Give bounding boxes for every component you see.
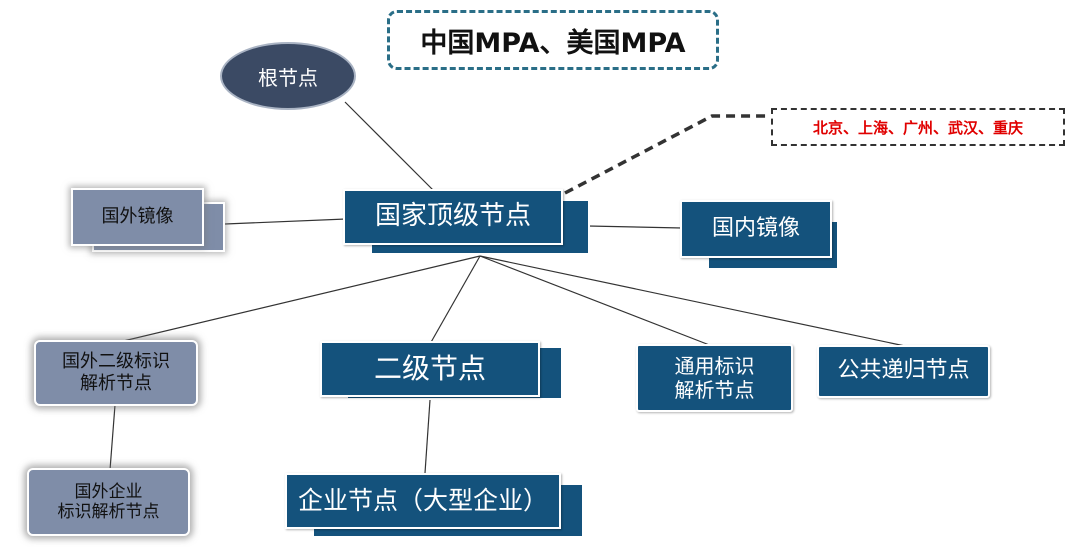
foreign-enterprise-line1: 国外企业 xyxy=(74,481,143,502)
domestic-mirror-node: 国内镜像 xyxy=(680,200,832,258)
connector-foreign-secondary xyxy=(114,255,481,344)
title-box: 中国MPA、美国MPA xyxy=(387,10,719,70)
top-node: 国家顶级节点 xyxy=(343,189,563,245)
enterprise-node: 企业节点（大型企业） xyxy=(285,473,561,529)
foreign-secondary-line2: 解析节点 xyxy=(80,373,152,394)
connector-recursive xyxy=(479,255,906,347)
foreign-secondary-line1: 国外二级标识 xyxy=(62,351,170,373)
connector-domestic-mirror xyxy=(587,225,683,229)
root-node: 根节点 xyxy=(220,42,356,110)
foreign-mirror-node: 国外镜像 xyxy=(71,188,204,246)
connector-enterprise xyxy=(424,399,431,474)
generic-line1: 通用标识 xyxy=(674,354,755,378)
connector-secondary xyxy=(429,255,481,345)
secondary-node: 二级节点 xyxy=(320,341,540,397)
connector-foreign-mirror xyxy=(224,218,347,225)
connector-foreign-enterprise xyxy=(109,404,116,471)
generic-node: 通用标识 解析节点 xyxy=(636,344,793,412)
recursive-node: 公共递归节点 xyxy=(817,345,990,398)
generic-line2: 解析节点 xyxy=(674,378,755,402)
foreign-enterprise-line2: 标识解析节点 xyxy=(57,502,160,522)
connector-generic xyxy=(479,255,713,347)
cities-box: 北京、上海、广州、武汉、重庆 xyxy=(771,108,1065,146)
foreign-secondary-node: 国外二级标识 解析节点 xyxy=(34,340,198,406)
connector-cities-dashed xyxy=(564,114,771,195)
connector-root-top xyxy=(344,101,436,193)
foreign-enterprise-node: 国外企业 标识解析节点 xyxy=(27,468,190,536)
